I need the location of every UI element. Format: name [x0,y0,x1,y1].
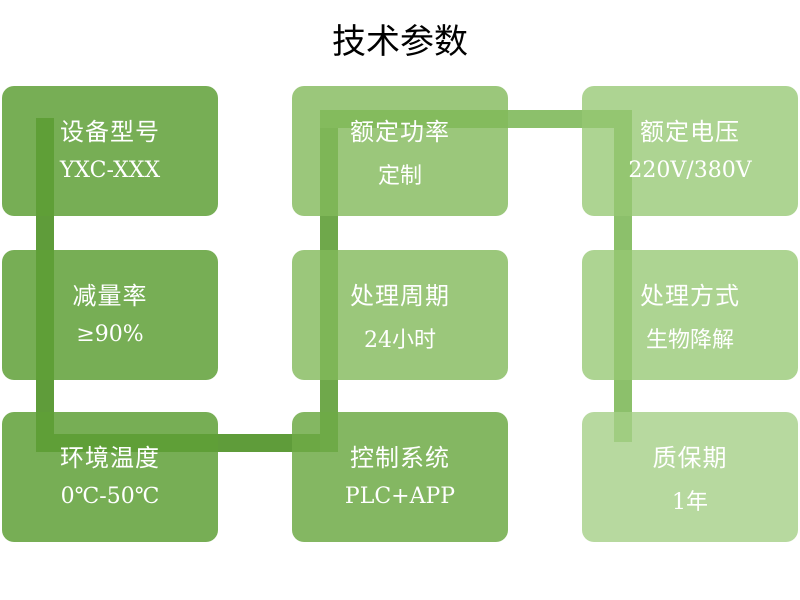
param-label: 设备型号 [60,118,160,146]
param-value: 定制 [377,164,422,189]
param-label: 环境温度 [60,444,160,472]
param-label: 处理周期 [350,282,450,310]
param-value: 生物降解 [645,328,734,353]
param-value: 220V/380V [628,158,752,183]
page-title: 技术参数 [332,22,468,62]
param-card-rated-power: 额定功率 定制 [292,86,508,216]
param-card-ambient-temperature: 环境温度 0℃-50℃ [2,412,218,542]
param-card-warranty: 质保期 1年 [582,412,798,542]
param-card-control-system: 控制系统 PLC+APP [292,412,508,542]
param-card-processing-method: 处理方式 生物降解 [582,250,798,380]
param-card-processing-cycle: 处理周期 24小时 [292,250,508,380]
param-value: 0℃-50℃ [60,484,160,509]
param-card-device-model: 设备型号 YXC-XXX [2,86,218,216]
param-label: 额定电压 [640,118,740,146]
param-value: PLC+APP [344,484,456,509]
param-label: 额定功率 [350,118,450,146]
param-value: YXC-XXX [59,158,161,183]
param-value: 1年 [672,490,708,515]
param-card-rated-voltage: 额定电压 220V/380V [582,86,798,216]
param-value: ≥90% [76,322,144,347]
param-card-reduction-rate: 减量率 ≥90% [2,250,218,380]
param-label: 质保期 [652,444,728,472]
param-label: 减量率 [72,282,148,310]
param-label: 处理方式 [640,282,740,310]
param-value: 24小时 [364,328,436,353]
param-label: 控制系统 [350,444,450,472]
